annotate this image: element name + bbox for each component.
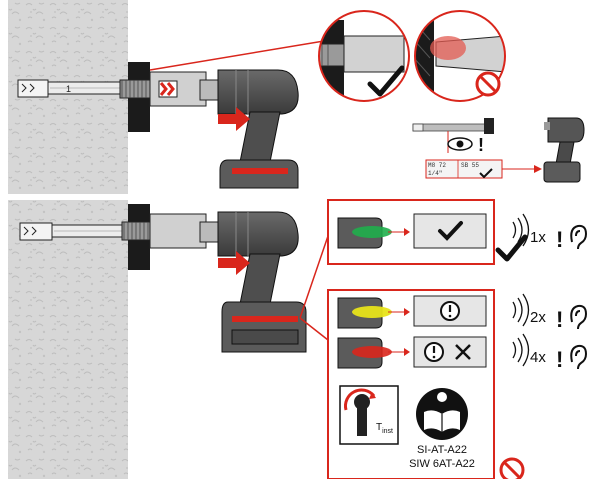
signal-count-3: 4x — [530, 349, 546, 366]
signal-row-3: ! — [513, 334, 586, 372]
impact-wrench-icon — [200, 212, 306, 352]
inspect-label-left: M8 72 — [428, 162, 446, 169]
sound-waves-icon — [513, 334, 529, 366]
impact-wrench-icon — [200, 70, 298, 188]
sound-waves-icon — [513, 294, 529, 326]
concrete-wall-icon — [8, 200, 128, 479]
detail-correct-seating — [300, 11, 409, 101]
torque-wrench-icon — [340, 386, 398, 444]
exclamation-icon: ! — [478, 135, 484, 155]
torque-subscript: inst — [382, 428, 393, 435]
model-line-1: SI-AT-A22 — [402, 444, 482, 456]
ear-icon — [571, 306, 586, 329]
prohibited-icon — [477, 73, 499, 95]
model-line-2: SIW 6AT-A22 — [398, 458, 486, 470]
torque-label: Tinst — [376, 422, 393, 435]
warning-circle-icon — [425, 343, 443, 361]
top-panel: 1 — [8, 0, 584, 194]
anchor-bolt-icon: 1 — [18, 80, 130, 97]
status-ok-box — [328, 200, 494, 264]
exclamation-icon: ! — [556, 227, 563, 252]
detail-wrong-seating — [412, 11, 506, 101]
signal-row-2: ! — [513, 294, 586, 332]
signal-count-1: 1x — [530, 229, 546, 246]
exclamation-icon: ! — [556, 307, 563, 332]
inspect-label-right: SB 55 — [461, 162, 479, 169]
signal-count-2: 2x — [530, 309, 546, 326]
small-impact-wrench-icon — [544, 118, 584, 182]
warning-circle-icon — [441, 302, 459, 320]
checkmark-icon — [498, 237, 525, 259]
bottom-panel: ! ! ! — [8, 200, 586, 479]
eye-icon — [448, 138, 472, 150]
ear-icon — [571, 226, 586, 249]
exclamation-icon: ! — [556, 347, 563, 372]
anchor-bolt-icon — [20, 223, 130, 240]
read-manual-icon — [416, 388, 468, 440]
display-check — [414, 214, 486, 248]
ear-icon — [571, 346, 586, 369]
prohibited-icon — [501, 459, 523, 479]
svg-text:1: 1 — [66, 84, 71, 94]
inspect-label-bottom: 1/4" — [428, 170, 442, 177]
signal-row-1: ! — [513, 214, 586, 252]
